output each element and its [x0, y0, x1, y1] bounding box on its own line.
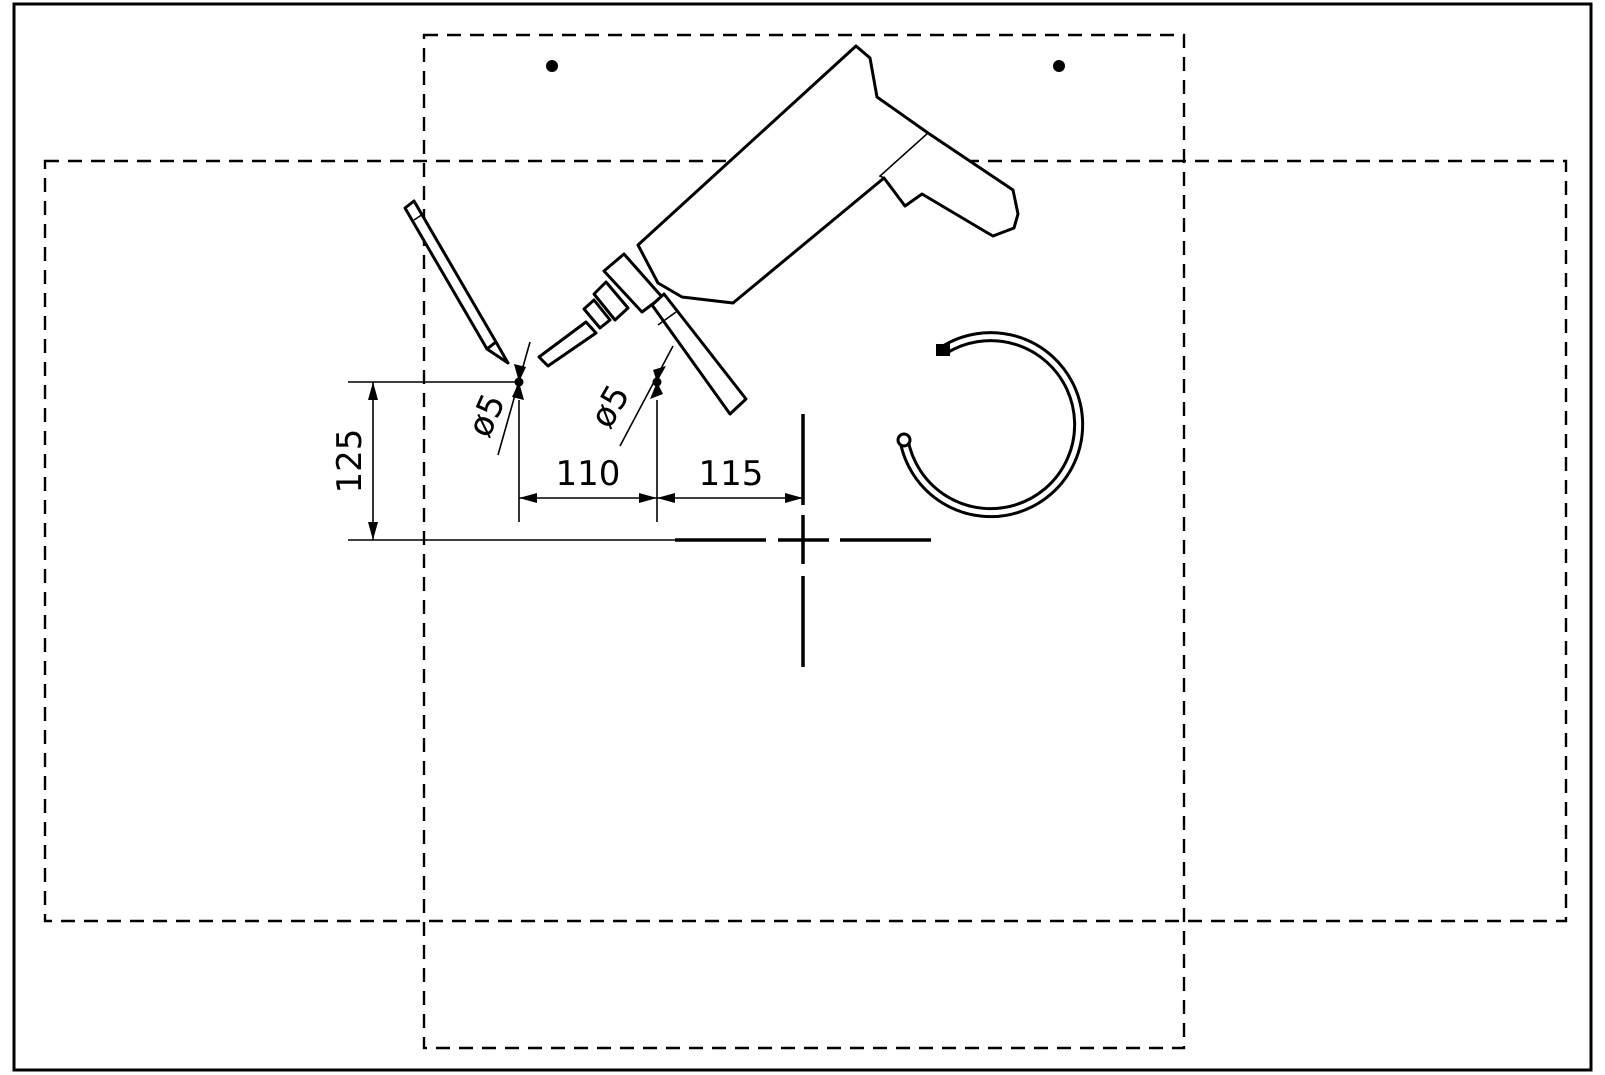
pencil-icon: [403, 199, 510, 365]
dimension-label-vertical: 125: [330, 429, 370, 494]
rotation-arrow-icon: [896, 331, 1085, 519]
template-outline-vertical: [422, 33, 1186, 1050]
drill-icon: [537, 44, 1020, 416]
mounting-hole-right: [1053, 60, 1065, 72]
dimension-horizontal: [518, 400, 803, 522]
diameter-label-left: ø5: [460, 388, 514, 443]
mounting-hole-left: [546, 60, 558, 72]
sheet-border: [12, 2, 1593, 1072]
dimension-vertical: [348, 381, 675, 541]
center-cross-icon: [675, 414, 931, 667]
dimension-label-horizontal-right: 115: [699, 454, 764, 494]
diameter-callout-left: [497, 341, 531, 456]
diameter-callout-right: [619, 345, 674, 447]
dimension-label-horizontal-left: 110: [556, 454, 621, 494]
